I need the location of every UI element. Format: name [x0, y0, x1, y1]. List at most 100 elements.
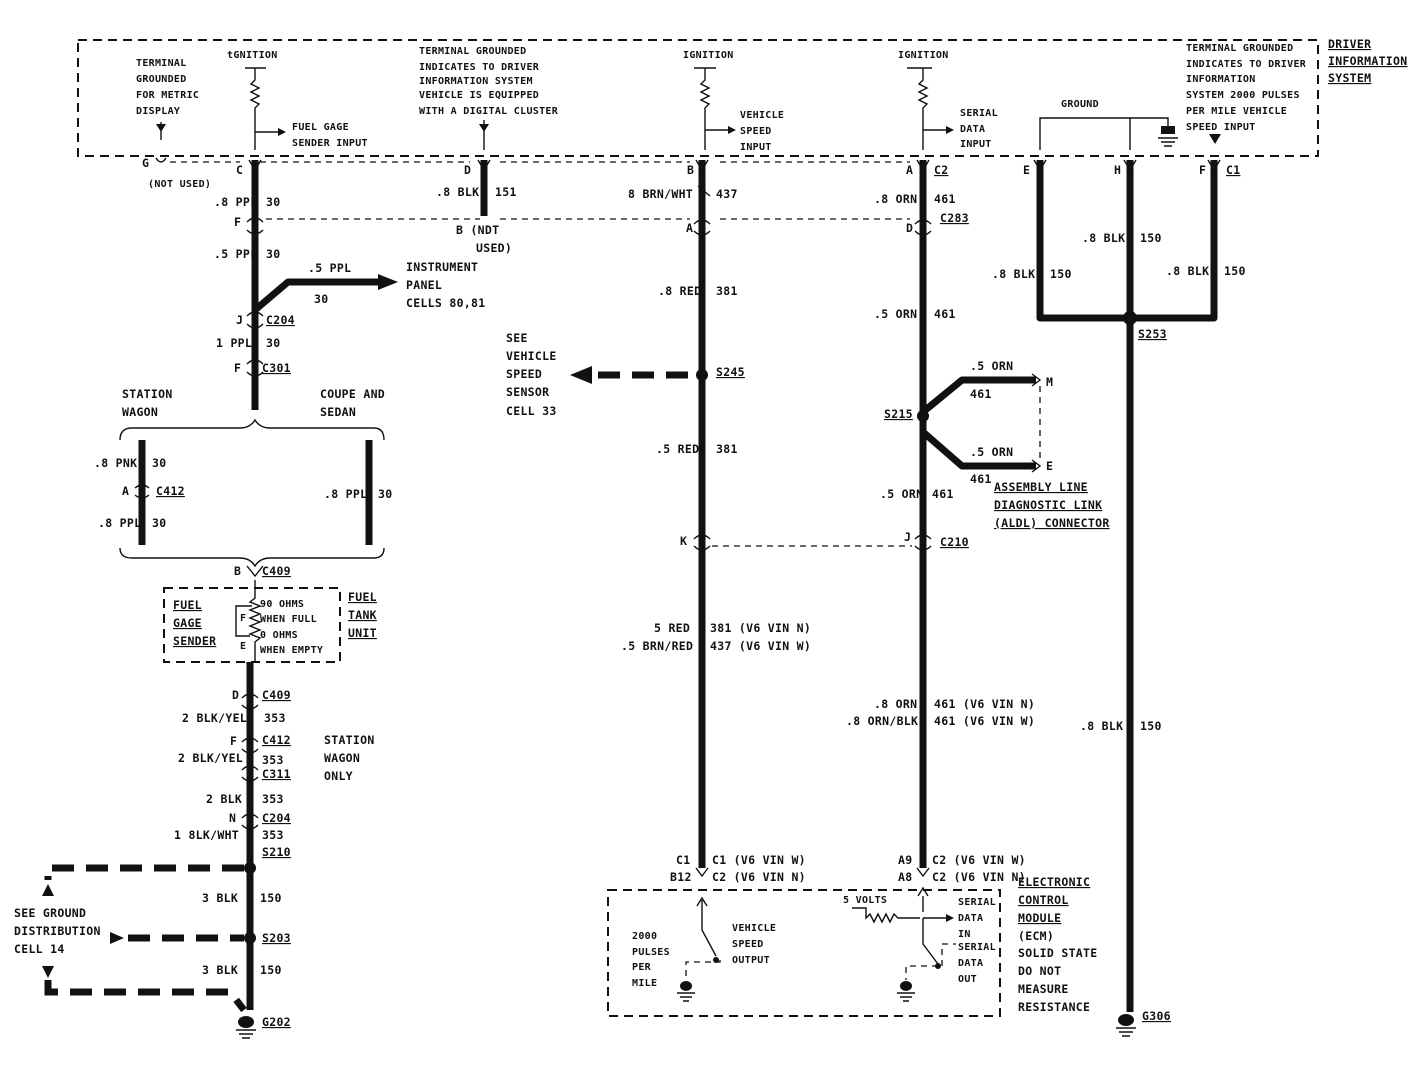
serial-out-path	[941, 943, 956, 966]
connector-chevron	[241, 765, 259, 782]
splice-label: S245	[716, 365, 745, 379]
arrow-icon	[1209, 134, 1221, 144]
vss-sensor-label: SEE	[506, 331, 528, 345]
circuit-number: 381 (V6 VIN N)	[710, 621, 811, 635]
connector-chevron	[246, 229, 264, 235]
ignition-resistor-4	[907, 67, 932, 150]
wire-break	[697, 185, 711, 197]
not-used-label: USED)	[476, 241, 512, 255]
pin-label: E	[1046, 459, 1053, 473]
serial-out-label: OUT	[958, 974, 977, 985]
wire-color: .8 PNK	[94, 456, 137, 470]
circuit-number: 437 (V6 VIN W)	[710, 639, 811, 653]
circuit-number: 461	[970, 387, 992, 401]
ground-label: GROUND	[1061, 99, 1099, 110]
pulses-label: PULSES	[632, 947, 670, 958]
system-title-line: INFORMATION	[1328, 54, 1407, 68]
arrow-icon	[42, 966, 54, 978]
wagon-only-label: ONLY	[324, 769, 353, 783]
pin-d: D	[464, 163, 471, 177]
connector-chevron	[246, 311, 264, 317]
vss-output-label: VEHICLE	[732, 923, 776, 934]
ecm-note: MEASURE	[1018, 982, 1069, 996]
connector-chevron	[695, 867, 709, 878]
pin-f: F	[1199, 163, 1206, 177]
vss-output-ground	[685, 960, 721, 980]
connector-chevron	[246, 217, 264, 223]
aldl-pins	[1031, 373, 1042, 473]
connector-chevron	[246, 565, 264, 578]
circuit-number: 353	[262, 792, 284, 806]
svg-text:WITH A DIGITAL CLUSTER: WITH A DIGITAL CLUSTER	[419, 106, 559, 117]
wire-color: .5 ORN	[970, 445, 1013, 459]
pin-label: B12	[670, 870, 692, 884]
vss-output-label: OUTPUT	[732, 955, 770, 966]
connector-chevron	[246, 359, 264, 365]
ignition-resistor-3	[694, 67, 716, 150]
wire-color: 5 RED	[654, 621, 690, 635]
fuel-sender-resistor	[248, 580, 262, 662]
svg-text:GROUNDED: GROUNDED	[136, 74, 187, 85]
fuel-tank-label: UNIT	[348, 626, 377, 640]
circuit-number: 30	[314, 292, 328, 306]
wire-color: .5 PPL	[214, 247, 257, 261]
connector-chevron	[1207, 159, 1221, 172]
wire-color: 3 BLK	[202, 963, 238, 977]
serial-input-label: SERIAL	[960, 108, 998, 119]
ecm-label: ELECTRONIC	[1018, 875, 1090, 889]
wire-color: .8 BLK	[436, 185, 479, 199]
splice-label: S253	[1138, 327, 1167, 341]
circuit-number: 150	[1140, 719, 1162, 733]
ground-icon	[677, 981, 695, 1002]
connector-chevron	[246, 323, 264, 329]
arrow-icon	[479, 124, 489, 132]
connector-label: C204	[266, 313, 295, 327]
pulses-label: PER	[632, 962, 652, 973]
circuit-number: 437	[716, 187, 738, 201]
connector-chevron	[693, 534, 711, 551]
connector-note: C2 (V6 VIN N)	[932, 870, 1026, 884]
ignition-resistor-1	[245, 67, 266, 150]
splice-s210	[244, 862, 256, 874]
circuit-number: 150	[260, 891, 282, 905]
splice-label: S210	[262, 845, 291, 859]
pin-label: A	[686, 221, 693, 235]
connector-chevron	[916, 159, 930, 172]
fuel-gage-label: SENDER	[173, 634, 216, 648]
pin-label: A8	[898, 870, 912, 884]
connector-label: C301	[262, 361, 291, 375]
wire-color: 3 BLK	[202, 891, 238, 905]
ignition-label: tGNITION	[227, 50, 278, 61]
fuel-sender-wiper	[235, 605, 252, 637]
ground-icon	[1116, 1014, 1136, 1037]
aldl-label: (ALDL) CONNECTOR	[994, 516, 1110, 530]
splice-s245	[696, 369, 708, 381]
wire-color: .8 PPL	[98, 516, 141, 530]
pin-label: B	[234, 564, 241, 578]
arrow-icon	[728, 126, 736, 134]
vss-output-switch	[701, 912, 717, 957]
connector-note: C2 (V6 VIN W)	[932, 853, 1026, 867]
digital-cluster-note: TERMINAL GROUNDED INDICATES TO DRIVER IN…	[419, 46, 559, 117]
svg-text:TERMINAL: TERMINAL	[136, 58, 187, 69]
pin-label: J	[236, 313, 243, 327]
svg-text:INDICATES TO DRIVER: INDICATES TO DRIVER	[419, 62, 540, 73]
arrow-icon	[946, 914, 954, 922]
pin-label: F	[234, 215, 241, 229]
pin-label: C1	[676, 853, 690, 867]
svg-text:FOR METRIC: FOR METRIC	[136, 90, 199, 101]
ground-label: G306	[1142, 1009, 1171, 1023]
pin-label: N	[229, 811, 236, 825]
circuit-number: 461	[934, 192, 956, 206]
svg-text:INDICATES TO DRIVER: INDICATES TO DRIVER	[1186, 59, 1307, 70]
pin-label: F	[240, 613, 246, 624]
circuit-number: 381	[716, 284, 738, 298]
circuit-number: 30	[152, 516, 166, 530]
connector-chevron	[693, 219, 711, 236]
vss-input-label: INPUT	[740, 142, 772, 153]
ecm-label: MODULE	[1018, 911, 1061, 925]
pin-label: E	[240, 641, 246, 652]
circuit-number: 30	[152, 456, 166, 470]
ground-distribution-wire	[44, 864, 244, 880]
